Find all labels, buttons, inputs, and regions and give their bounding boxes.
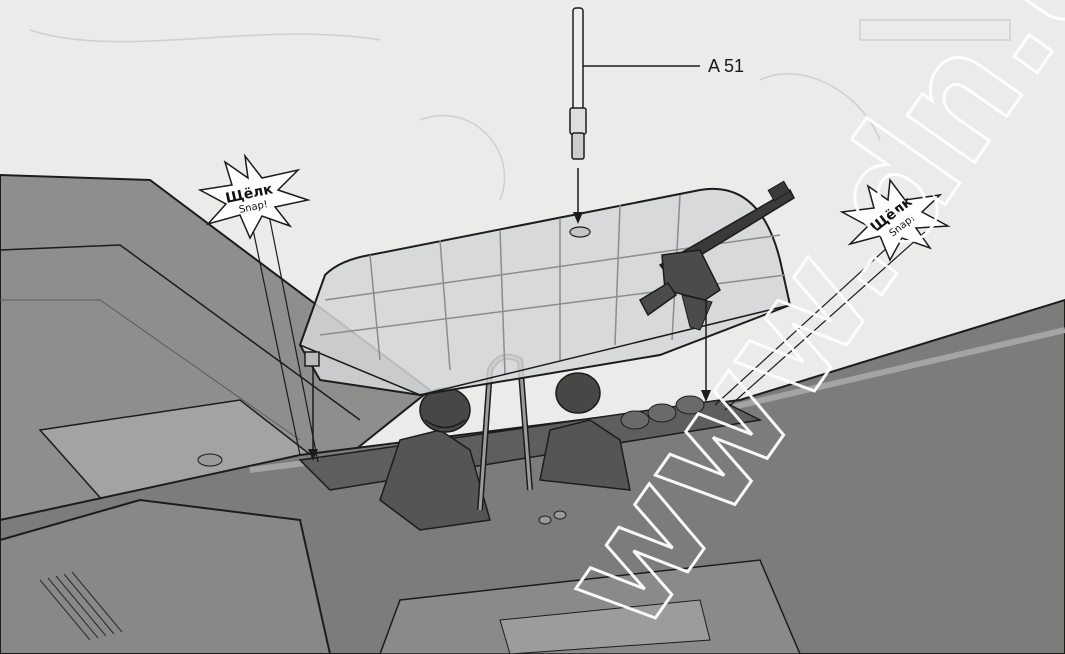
engine-cowling [0, 498, 332, 654]
antenna-part [569, 7, 587, 160]
machine-gun [639, 180, 795, 331]
cowling-vents [39, 571, 123, 641]
cowling-fastener [197, 453, 223, 467]
left-wing-panel-line [0, 299, 301, 441]
lower-fuselage-panel-2 [499, 599, 711, 654]
snap-callout-lines [249, 209, 926, 463]
part-number-label: A 51 [708, 56, 744, 76]
snap-callout-left: Щёлк Snap! [197, 153, 311, 240]
background-ghost-sketch [29, 19, 1011, 201]
fuselage-fastener-2 [553, 510, 567, 520]
burst-shape-right [839, 178, 951, 262]
gunner-figure [539, 372, 631, 491]
snap-callout-right: Щёлк Snap! [839, 178, 951, 262]
instrument-panel [620, 395, 705, 430]
pilot-figure [379, 387, 491, 531]
burst-shape-left [197, 153, 311, 240]
antenna-mount-hole [569, 226, 591, 238]
canopy [298, 187, 792, 397]
canopy-side-line [299, 304, 791, 396]
assembly-arrows [304, 168, 711, 461]
fuselage-fastener [538, 515, 552, 525]
